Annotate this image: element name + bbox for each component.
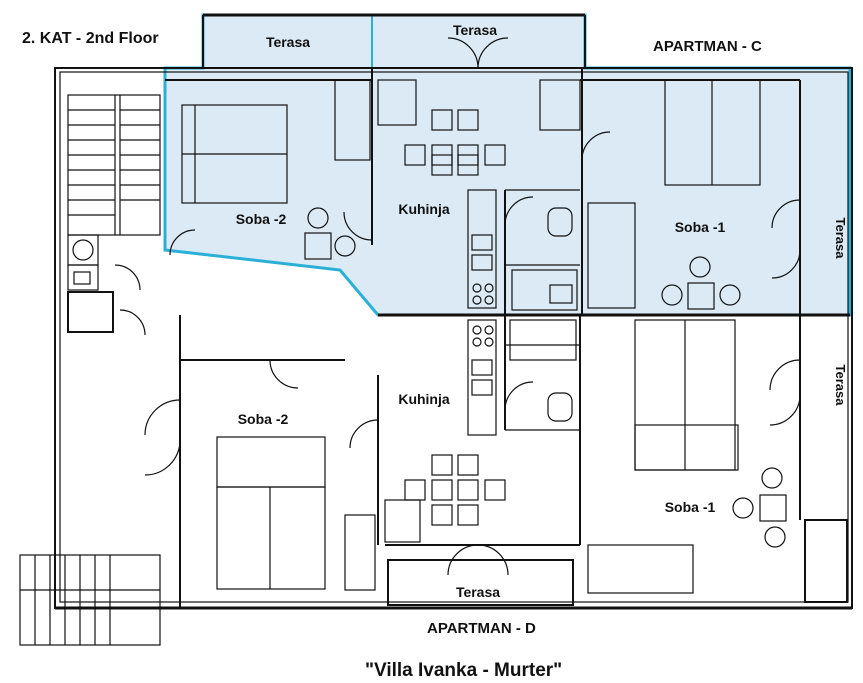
room-terasa-c-top: Terasa (453, 22, 497, 38)
utility-appliances (67, 234, 114, 333)
apartment-c-highlight (163, 13, 852, 317)
apartment-d-walls (179, 315, 848, 608)
room-kuhinja-c: Kuhinja (398, 201, 450, 217)
apartment-c-title: APARTMAN - C (653, 38, 762, 55)
apartment-d-furniture (216, 319, 787, 594)
apartment-d-labels: Soba -2 Kuhinja Soba -1 Terasa Terasa (238, 365, 848, 600)
room-kuhinja-d: Kuhinja (398, 391, 450, 407)
apartment-c-walls (165, 13, 850, 317)
room-terasa-c-right: Terasa (833, 218, 848, 260)
room-terasa-d-bottom: Terasa (456, 584, 500, 600)
door-swings (114, 37, 801, 576)
room-terasa-c-left: Terasa (266, 34, 310, 50)
apartment-d-title: APARTMAN - D (427, 620, 536, 637)
apartment-c-labels: Terasa Terasa Soba -2 Kuhinja Soba -1 Te… (236, 22, 848, 259)
floor-title: 2. KAT - 2nd Floor (22, 30, 159, 47)
room-soba-1-c: Soba -1 (675, 219, 726, 235)
staircase (19, 94, 161, 646)
apartment-c-furniture (181, 79, 761, 311)
room-soba-2-c: Soba -2 (236, 211, 287, 227)
villa-title: "Villa Ivanka - Murter" (365, 660, 563, 681)
room-terasa-d-right: Terasa (833, 365, 848, 407)
room-soba-1-d: Soba -1 (665, 499, 716, 515)
outer-walls (54, 67, 853, 610)
room-soba-2-d: Soba -2 (238, 411, 289, 427)
